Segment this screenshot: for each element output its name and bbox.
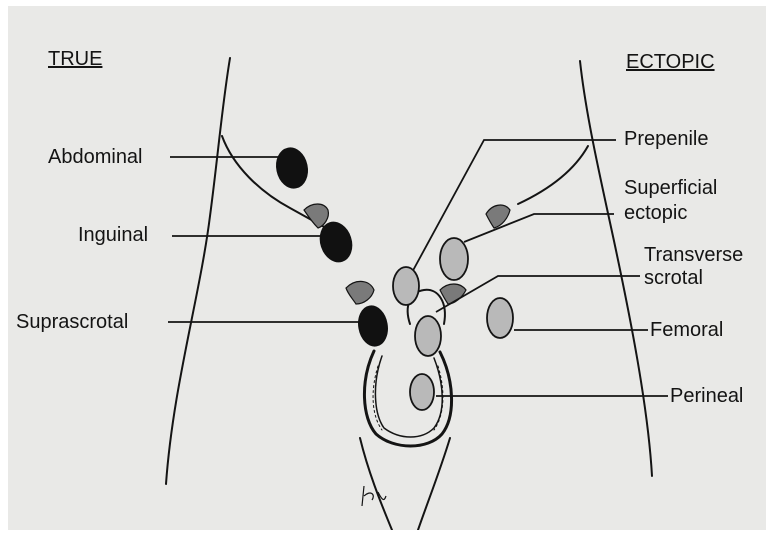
left-ring-lower [346, 281, 374, 304]
inguinal-label: Inguinal [78, 224, 148, 246]
scrotal-label: scrotal [644, 267, 703, 289]
artist-monogram [362, 486, 386, 506]
transverse-label: Transverse [644, 244, 743, 266]
transverse-scrotal-leader [436, 276, 640, 312]
right-ring-lower [440, 284, 466, 304]
perineal-label: Perineal [670, 385, 743, 407]
left-thigh-line [360, 438, 392, 530]
superficial-label: Superficial [624, 177, 717, 199]
superficial-ectopic-leader [464, 214, 614, 242]
ectopic-label: ectopic [624, 202, 687, 224]
suprascrotal-testis-marker [356, 304, 391, 348]
abdominal-testis-marker [273, 145, 311, 190]
scrotum [364, 351, 451, 446]
perineal-testis-marker [410, 374, 434, 410]
ectopic-heading: ECTOPIC [626, 51, 715, 73]
abdominal-label: Abdominal [48, 146, 143, 168]
right-thigh-line [418, 438, 450, 530]
prepenile-label: Prepenile [624, 128, 709, 150]
superficial-ectopic-testis-marker [440, 238, 468, 280]
prepenile-testis-marker [393, 267, 419, 305]
femoral-testis-marker [487, 298, 513, 338]
transverse-scrotal-testis-marker [415, 316, 441, 356]
diagram-frame: TRUE ECTOPIC Abdominal Inguinal Suprascr… [8, 6, 766, 530]
left-ring-upper [304, 204, 328, 228]
true-heading: TRUE [48, 48, 102, 70]
right-iliac-line [518, 146, 588, 204]
left-body-contour [166, 58, 230, 484]
suprascrotal-label: Suprascrotal [16, 311, 128, 333]
right-body-contour [580, 61, 652, 476]
femoral-label: Femoral [650, 319, 723, 341]
